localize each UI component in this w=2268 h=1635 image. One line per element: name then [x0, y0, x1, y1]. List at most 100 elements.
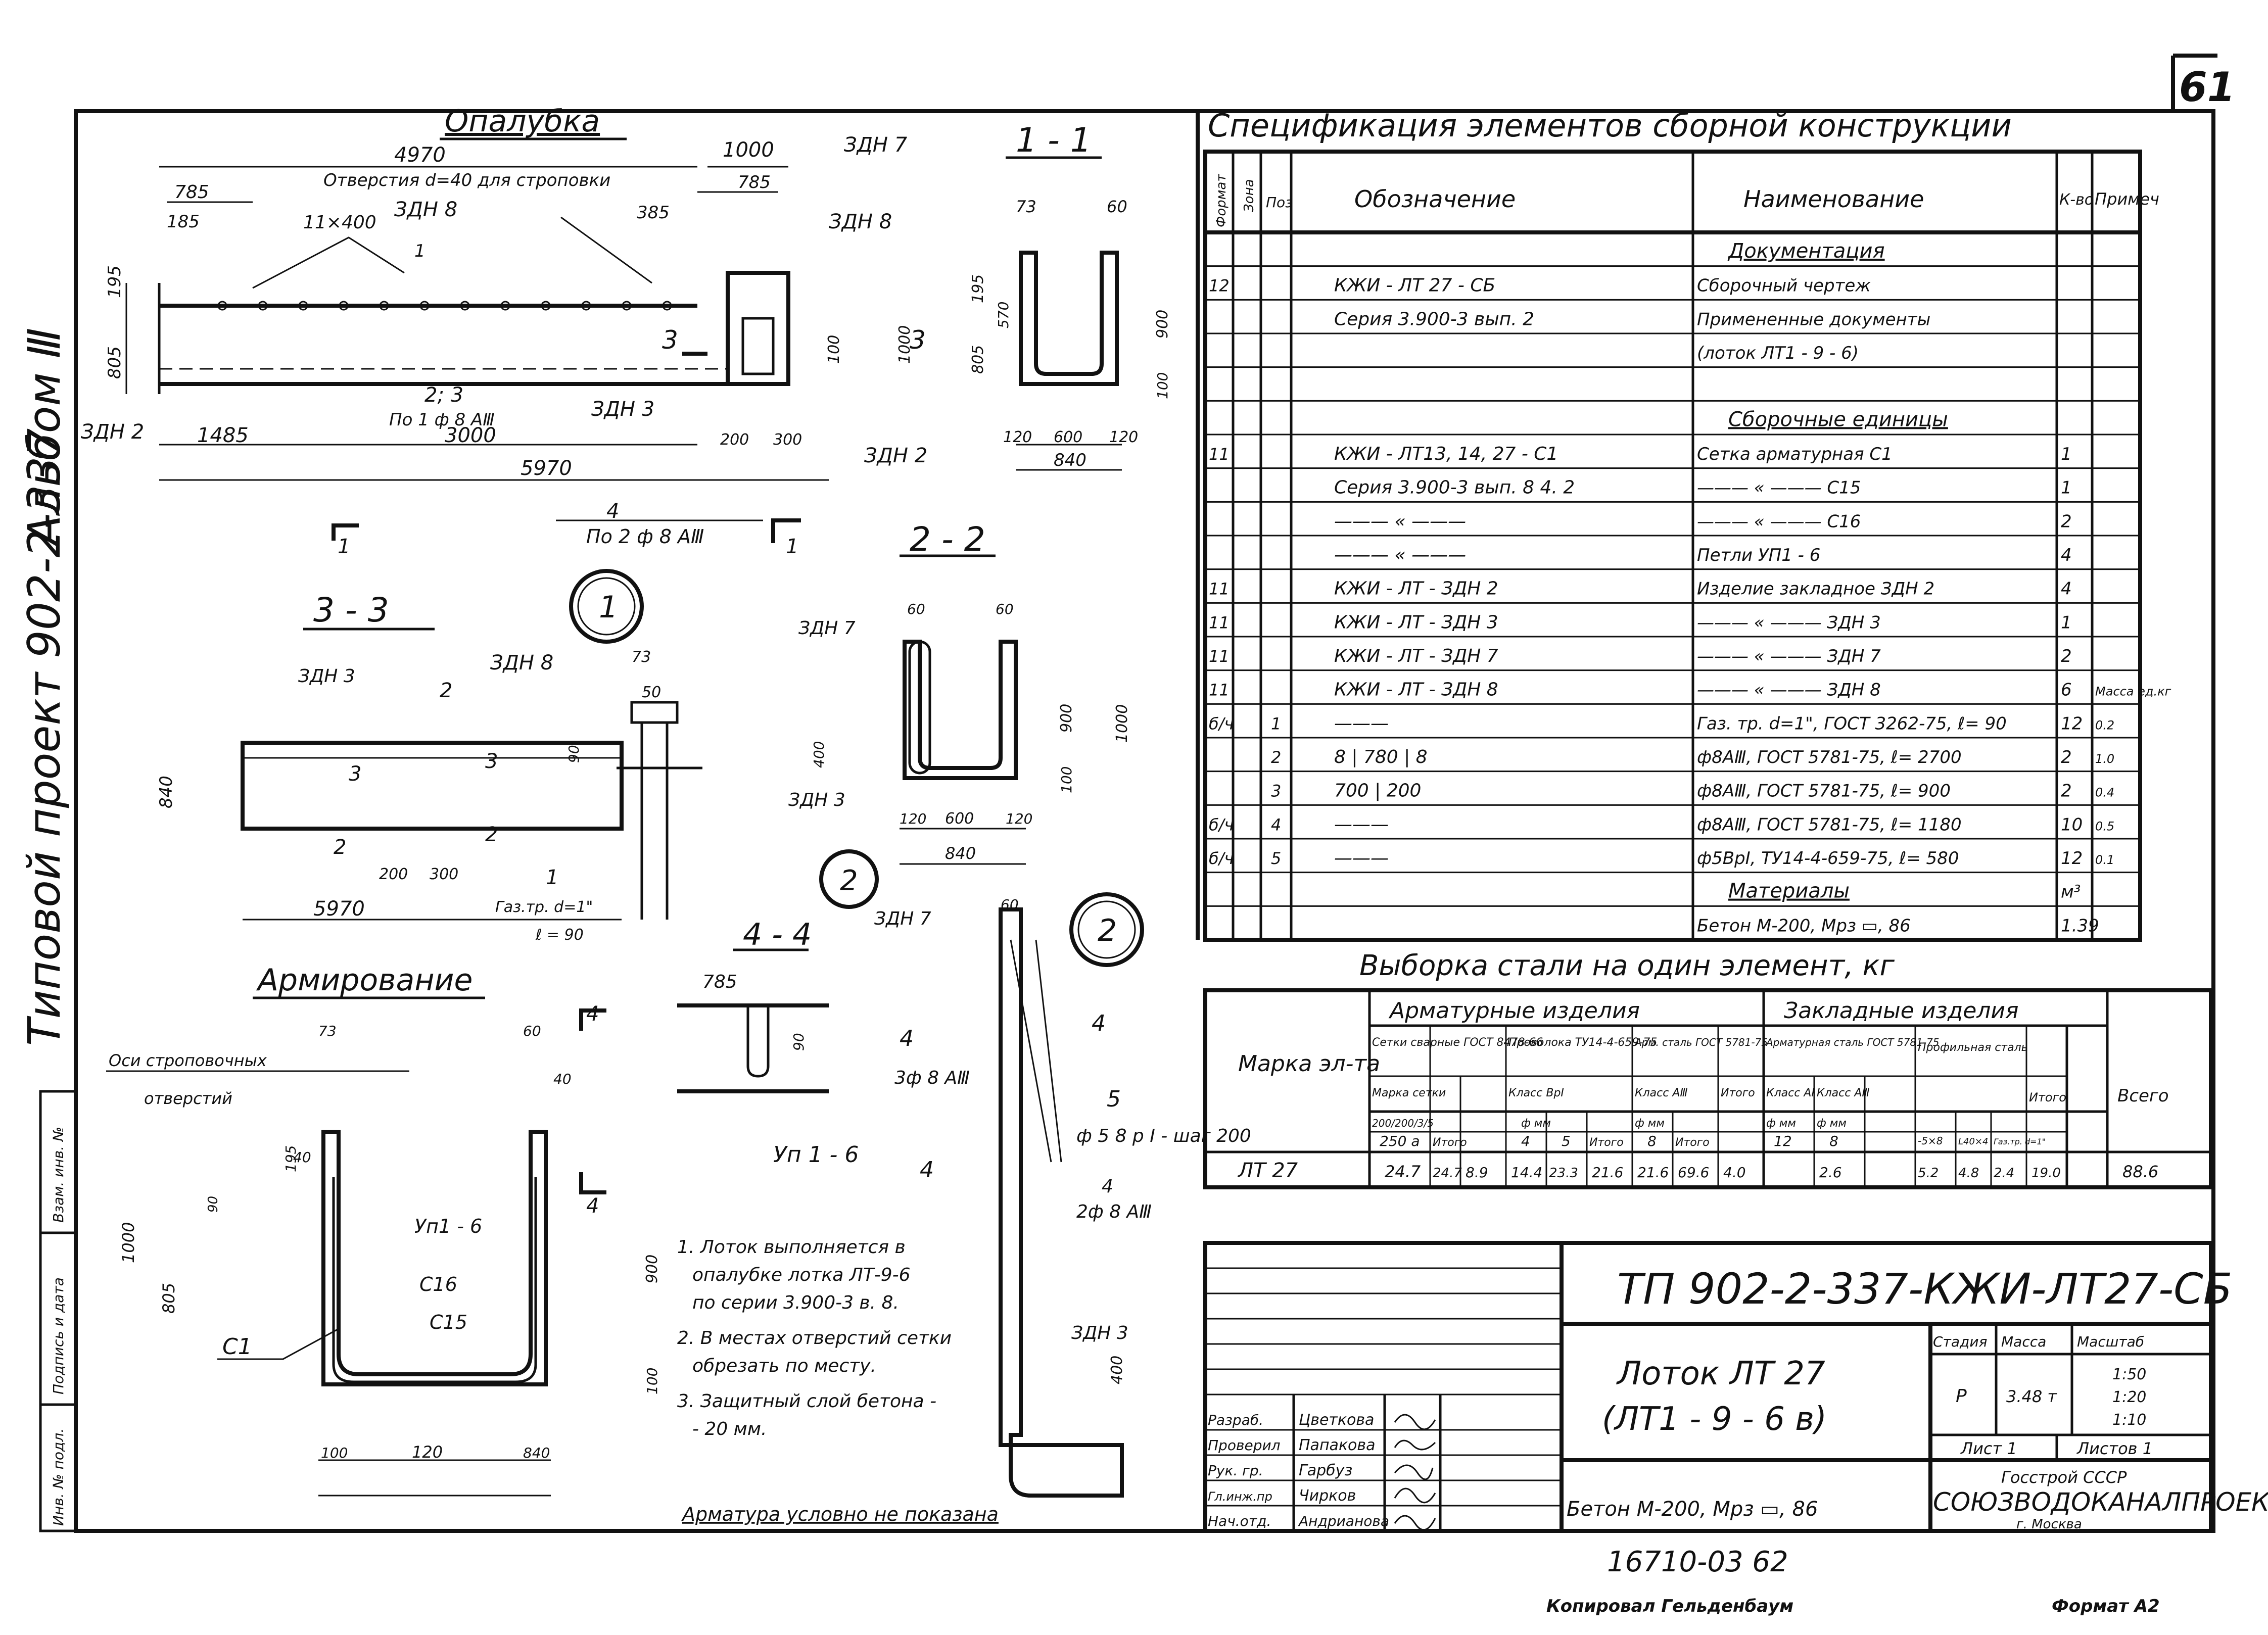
svg-text:Арм. сталь ГОСТ 5781-75: Арм. сталь ГОСТ 5781-75 — [1634, 1036, 1768, 1048]
reinforcement-title: Армирование — [256, 963, 472, 998]
section-3-3: 3 - 3 840 ЗДН 3 2 3 3 2 2 200 300 5970 З… — [156, 591, 702, 944]
svg-text:120: 120 — [1109, 428, 1138, 446]
spec-cell: 8 | 780 | 8 — [1334, 747, 1428, 767]
svg-text:50: 50 — [642, 684, 661, 701]
svg-text:Газ.тр. d=1": Газ.тр. d=1" — [1994, 1137, 2046, 1146]
svg-text:Гл.инж.пр: Гл.инж.пр — [1208, 1489, 1272, 1504]
spec-cell: ф8АⅢ, ГОСТ 5781-75, ℓ= 900 — [1697, 781, 1951, 801]
svg-text:900: 900 — [643, 1255, 661, 1283]
svg-text:1: 1 — [338, 535, 350, 558]
svg-text:5.2: 5.2 — [1918, 1166, 1939, 1181]
svg-text:805: 805 — [159, 1283, 178, 1314]
spec-cell: 1 — [1271, 714, 1281, 733]
spec-cell: 11 — [1209, 445, 1230, 464]
spec-cell: КЖИ - ЛТ13, 14, 27 - С1 — [1334, 444, 1558, 464]
signatures — [1394, 1414, 1436, 1531]
svg-text:Итого: Итого — [1721, 1087, 1755, 1099]
svg-text:4: 4 — [900, 1026, 914, 1051]
svg-text:ЗДН 8: ЗДН 8 — [490, 651, 553, 675]
svg-text:4: 4 — [1521, 1133, 1530, 1149]
svg-text:Поз: Поз — [1266, 194, 1293, 211]
svg-text:200: 200 — [379, 865, 408, 883]
formwork-drawing: Опалубка 4970 1000 Отверстия d=40 для ст… — [81, 104, 927, 558]
svg-text:ЗДН 3: ЗДН 3 — [591, 398, 654, 421]
svg-text:4: 4 — [1092, 1011, 1106, 1036]
svg-text:8: 8 — [1829, 1133, 1838, 1149]
svg-text:Закладные изделия: Закладные изделия — [1784, 998, 2019, 1024]
spec-cell: 2 — [2061, 646, 2072, 666]
spec-cell: 11 — [1209, 613, 1230, 632]
svg-text:Стадия: Стадия — [1933, 1333, 1987, 1350]
spec-cell: 1.0 — [2095, 752, 2114, 766]
svg-text:24.7: 24.7 — [1433, 1166, 1462, 1181]
margin-stamps: Взам. инв. № Подпись и дата Инв. № подл. — [39, 1090, 77, 1532]
svg-text:120: 120 — [1003, 428, 1032, 446]
spec-cell: 1 — [2061, 478, 2072, 498]
svg-text:8.9: 8.9 — [1466, 1164, 1488, 1181]
svg-text:Наименование: Наименование — [1743, 185, 1924, 213]
svg-text:3: 3 — [910, 325, 926, 355]
spec-cell: б/ч — [1209, 849, 1234, 868]
spec-cell: ——— « ——— — [1334, 545, 1466, 565]
svg-text:400: 400 — [811, 741, 827, 768]
svg-text:5970: 5970 — [521, 457, 572, 480]
svg-text:195: 195 — [105, 265, 125, 298]
steel-selection-table: Выборка стали на один элемент, кг Марк — [1203, 949, 2213, 1189]
spec-cell: б/ч — [1209, 714, 1234, 733]
svg-text:73: 73 — [632, 648, 651, 666]
lifting-holes-row — [217, 301, 672, 311]
svg-text:5: 5 — [1107, 1086, 1121, 1112]
spec-cell: Сборочный чертеж — [1697, 276, 1871, 296]
svg-text:21.6: 21.6 — [1637, 1164, 1669, 1181]
svg-text:600: 600 — [1054, 428, 1082, 446]
spec-cell: Масса ед.кг — [2095, 685, 2171, 699]
svg-text:3000: 3000 — [445, 424, 496, 447]
svg-text:ЗДН 2: ЗДН 2 — [81, 420, 144, 444]
spec-cell: 10 — [2061, 814, 2083, 835]
spec-cell: 11 — [1209, 647, 1230, 666]
spec-cell: Газ. тр. d=1", ГОСТ 3262-75, ℓ= 90 — [1697, 713, 2007, 734]
node-2-marker: 2 2 — [819, 849, 1144, 967]
section-4-4-title: 4 - 4 — [743, 917, 812, 952]
svg-text:Рук. гр.: Рук. гр. — [1208, 1462, 1263, 1479]
svg-text:840: 840 — [945, 844, 976, 863]
spec-cell: 0.1 — [2095, 853, 2114, 867]
svg-text:Взам. инв. №: Взам. инв. № — [50, 1127, 67, 1223]
svg-text:ф мм: ф мм — [1521, 1117, 1551, 1130]
spec-cell: ——— — [1334, 814, 1389, 835]
spec-cell: Бетон М-200, Мрз ▭, 86 — [1697, 916, 1911, 936]
spec-cell: (лоток ЛТ1 - 9 - 6) — [1697, 343, 1859, 363]
svg-text:400: 400 — [1108, 1356, 1126, 1384]
svg-text:14.4: 14.4 — [1511, 1164, 1542, 1181]
svg-text:1: 1 — [786, 535, 798, 558]
sheet-format: Формат А2 — [2052, 1596, 2160, 1616]
svg-text:ЗДН 8: ЗДН 8 — [394, 198, 457, 221]
svg-text:ф мм: ф мм — [1817, 1117, 1847, 1130]
svg-text:Класс АⅢ: Класс АⅢ — [1817, 1087, 1870, 1099]
svg-text:Нач.отд.: Нач.отд. — [1208, 1513, 1271, 1529]
svg-text:40: 40 — [293, 1149, 311, 1166]
spec-cell: Петли УП1 - 6 — [1697, 545, 1820, 565]
svg-text:Обозначение: Обозначение — [1354, 185, 1516, 213]
svg-text:2; 3: 2; 3 — [424, 383, 463, 407]
svg-text:120: 120 — [1006, 810, 1032, 827]
svg-text:4: 4 — [920, 1157, 934, 1183]
svg-text:Госстрой СССР: Госстрой СССР — [2001, 1468, 2127, 1487]
svg-text:Марка эл-та: Марка эл-та — [1238, 1051, 1380, 1077]
svg-text:С15: С15 — [430, 1311, 467, 1333]
svg-text:-5×8: -5×8 — [1918, 1135, 1943, 1147]
svg-text:185: 185 — [167, 212, 200, 232]
svg-text:1: 1 — [599, 590, 618, 625]
svg-text:Профильная сталь: Профильная сталь — [1918, 1041, 2028, 1054]
svg-text:- 20 мм.: - 20 мм. — [692, 1419, 767, 1439]
spec-cell: КЖИ - ЛТ 27 - СБ — [1334, 275, 1495, 296]
svg-text:Андрианова: Андрианова — [1298, 1513, 1389, 1529]
svg-text:300: 300 — [773, 431, 802, 449]
spec-cell: Сетка арматурная С1 — [1697, 444, 1893, 464]
spec-cell: 2 — [2061, 511, 2072, 532]
svg-text:3: 3 — [349, 762, 361, 786]
svg-text:2: 2 — [840, 864, 858, 897]
svg-text:60: 60 — [996, 601, 1014, 617]
svg-text:1:10: 1:10 — [2112, 1411, 2146, 1429]
